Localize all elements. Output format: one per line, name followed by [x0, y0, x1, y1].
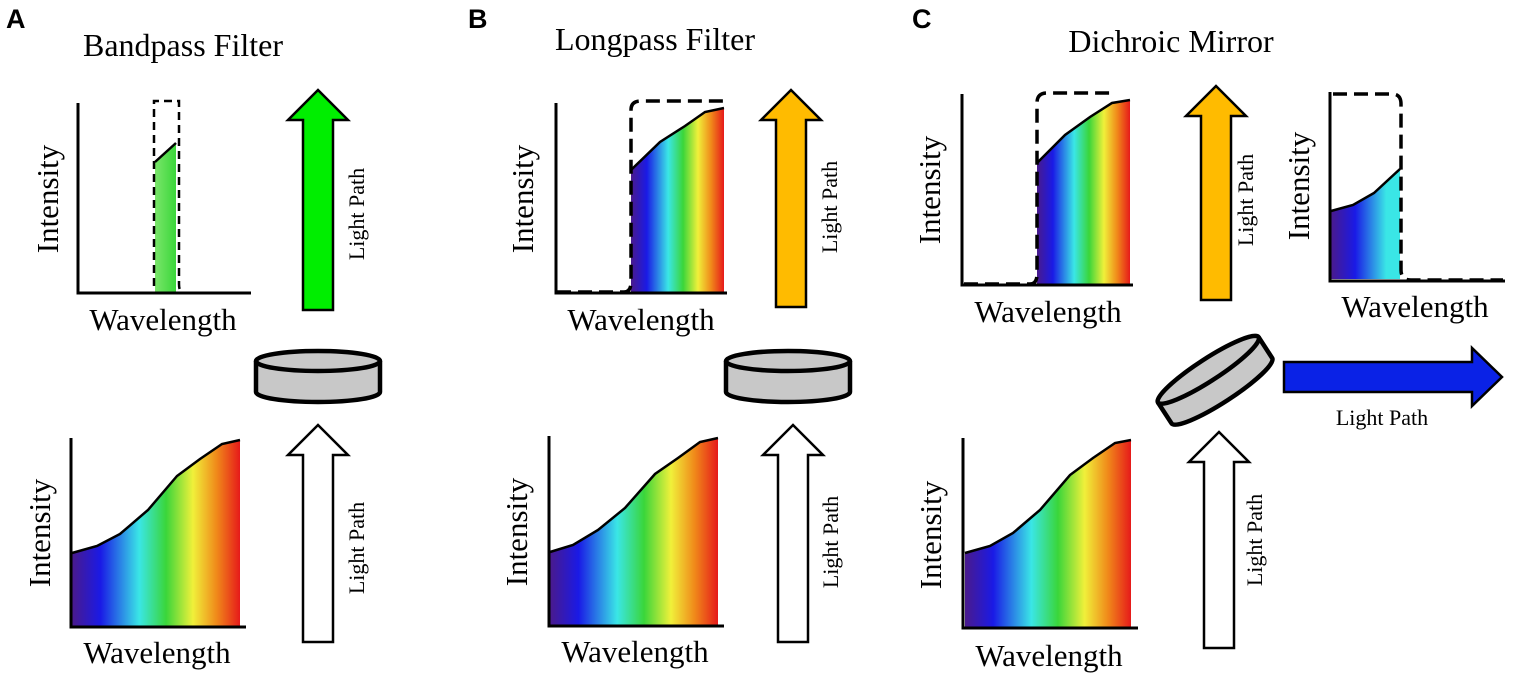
- filter-top: [723, 348, 853, 374]
- spectrum-area: [965, 440, 1131, 627]
- spectrum-curve: [154, 142, 177, 163]
- input-spectrum-graph: Wavelength Intensity: [22, 438, 246, 670]
- transmitted-band: [155, 143, 176, 292]
- arrow-label: Light Path: [1336, 405, 1428, 430]
- arrow-shape: [759, 423, 827, 644]
- y-axis-label: Intensity: [912, 135, 947, 244]
- y-axis-label: Intensity: [22, 478, 57, 587]
- panel-title: Longpass Filter: [555, 21, 755, 57]
- arrow-label: Light Path: [344, 168, 369, 260]
- panel-b: B Longpass Filter Wavelength Intensity L…: [468, 4, 853, 669]
- output-light-arrow: Light Path: [284, 88, 369, 312]
- bandpass-filter: [253, 348, 383, 405]
- graph-axes: [554, 103, 727, 295]
- spectrum-curve: [71, 438, 241, 555]
- transmitted-light-arrow: Light Path: [1182, 84, 1258, 302]
- longpass-filter: [723, 348, 853, 405]
- arrow-label: Light Path: [818, 496, 843, 588]
- spectrum-curve: [964, 438, 1132, 555]
- arrow-shape: [1282, 345, 1504, 409]
- arrow-label: Light Path: [344, 502, 369, 594]
- x-axis-label: Wavelength: [89, 302, 237, 337]
- y-axis-label: Intensity: [505, 144, 540, 253]
- y-axis-label: Intensity: [499, 477, 534, 586]
- filter-transmission-profile: [152, 99, 183, 294]
- spectrum-curve: [630, 106, 725, 171]
- graph-axes: [1328, 92, 1505, 283]
- spectrum-curve: [549, 436, 719, 554]
- input-spectrum-graph: Wavelength Intensity: [499, 436, 724, 669]
- panel-c: C Dichroic Mirror Wavelength Intensity L…: [912, 4, 1505, 673]
- panel-letter: C: [912, 4, 932, 34]
- dichroic-mirror: [1155, 333, 1275, 427]
- arrow-shape: [1182, 84, 1250, 302]
- spectrum-area: [550, 438, 718, 625]
- reflected-light-arrow: Light Path: [1282, 345, 1504, 430]
- arrow-label: Light Path: [817, 161, 842, 253]
- panel-title: Bandpass Filter: [83, 27, 283, 63]
- spectrum-area: [72, 440, 240, 626]
- arrow-shape: [757, 88, 825, 309]
- mirror-top: [1155, 333, 1262, 407]
- panel-letter: B: [468, 4, 488, 34]
- panel-a: A Bandpass Filter Wavelength Intensity L…: [6, 4, 383, 670]
- filter-transmission-profile: [557, 99, 726, 294]
- arrow-shape: [1185, 430, 1253, 650]
- graph-axes: [76, 103, 251, 295]
- arrow-label: Light Path: [1242, 494, 1267, 586]
- y-axis-label: Intensity: [913, 480, 948, 589]
- graph-axes: [69, 438, 246, 629]
- x-axis-label: Wavelength: [83, 635, 231, 670]
- input-light-arrow: Light Path: [284, 423, 369, 644]
- transmitted-spectrum-graph: Wavelength Intensity: [912, 91, 1133, 329]
- x-axis-label: Wavelength: [561, 634, 709, 669]
- x-axis-label: Wavelength: [974, 294, 1122, 329]
- input-light-arrow: Light Path: [759, 423, 843, 644]
- graph-axes: [960, 94, 1133, 287]
- reflected-spectrum: [1331, 169, 1400, 279]
- arrow-label: Light Path: [1233, 154, 1258, 246]
- filter-reflection-profile: [1333, 92, 1503, 282]
- output-spectrum-graph: Wavelength Intensity: [30, 99, 251, 337]
- reflected-spectrum-graph: Wavelength Intensity: [1281, 92, 1505, 324]
- transmitted-spectrum: [631, 108, 724, 292]
- x-axis-label: Wavelength: [1341, 289, 1489, 324]
- filter-transmission-profile: [964, 91, 1116, 286]
- transmitted-spectrum: [1037, 100, 1130, 284]
- panel-letter: A: [6, 4, 26, 34]
- filter-top: [253, 348, 383, 374]
- y-axis-label: Intensity: [30, 144, 65, 253]
- arrow-shape: [284, 423, 352, 644]
- panel-title: Dichroic Mirror: [1068, 23, 1274, 59]
- x-axis-label: Wavelength: [975, 638, 1123, 673]
- graph-axes: [961, 438, 1138, 630]
- spectrum-curve: [1036, 98, 1131, 164]
- y-axis-label: Intensity: [1281, 131, 1316, 240]
- input-light-arrow: Light Path: [1185, 430, 1267, 650]
- input-spectrum-graph: Wavelength Intensity: [913, 438, 1138, 673]
- output-spectrum-graph: Wavelength Intensity: [505, 99, 727, 337]
- arrow-shape: [284, 88, 352, 312]
- x-axis-label: Wavelength: [567, 302, 715, 337]
- output-light-arrow: Light Path: [757, 88, 842, 309]
- spectrum-curve: [1330, 168, 1401, 213]
- graph-axes: [547, 436, 724, 628]
